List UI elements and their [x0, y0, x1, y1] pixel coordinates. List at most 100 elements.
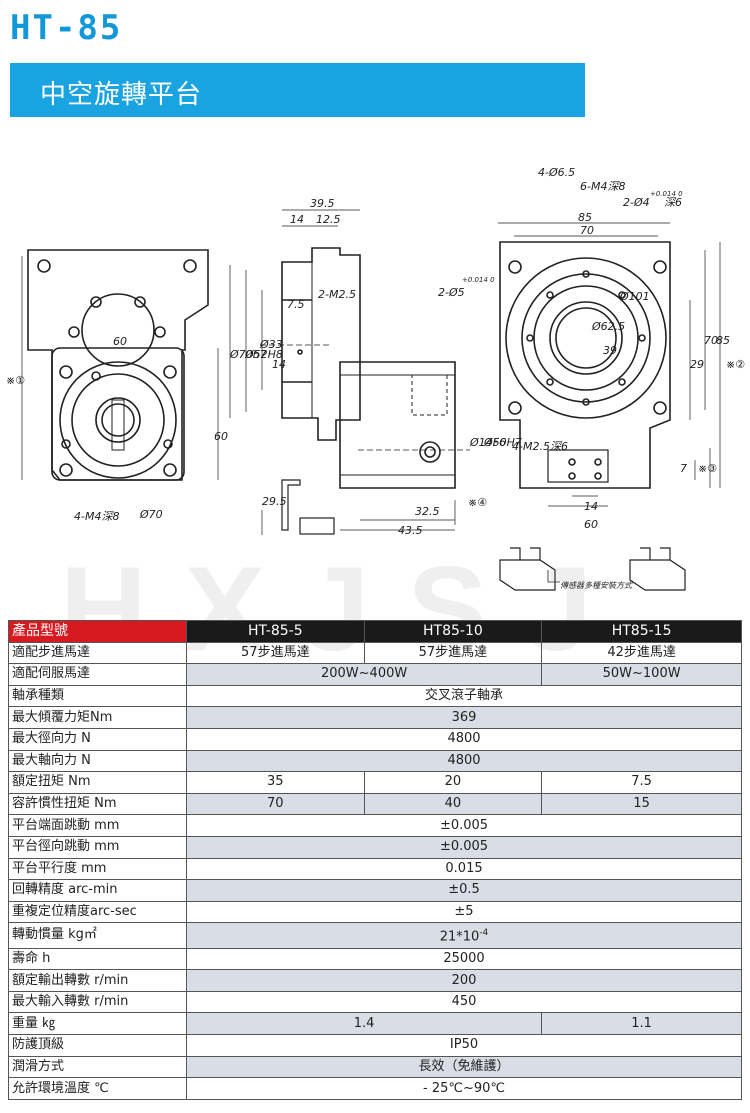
- corner-label: 產品型號: [8, 620, 187, 643]
- row-value: 57步進馬達: [186, 641, 365, 665]
- title-banner: 中空旋轉平台: [10, 63, 585, 117]
- technical-drawing: 39.5 14 12.5 2-M2.5 7.5 60 60 Ø70 4-M4深8…: [6, 166, 745, 591]
- table-row: 平台徑向跳動 mm ±0.005: [8, 835, 742, 859]
- row-value: 42步進馬達: [541, 641, 742, 665]
- table-row: 容許慣性扭矩 Nm 70 40 15: [8, 792, 742, 816]
- table-row: 適配伺服馬達 200W~400W 50W~100W: [8, 663, 742, 686]
- dim-6-m4: 6-M4深8: [580, 180, 625, 193]
- row-label: 平台徑向跳動 mm: [8, 835, 187, 859]
- row-label: 適配伺服馬達: [8, 663, 187, 686]
- row-value: 369: [186, 706, 742, 729]
- row-value: - 25℃~90℃: [186, 1077, 742, 1100]
- dim-7: 7: [680, 462, 687, 475]
- dim-4-phi-6-5: 4-Ø6.5: [538, 166, 575, 179]
- table-row: 重量 ㎏ 1.4 1.1: [8, 1012, 742, 1036]
- dim-29: 29: [690, 358, 704, 371]
- row-label: 允許環境溫度 ℃: [8, 1077, 187, 1100]
- row-value: 200: [186, 969, 742, 992]
- row-value: 21*10-4: [186, 922, 742, 949]
- inertia-base: 21*10: [439, 929, 480, 945]
- dim-32-5: 32.5: [415, 505, 440, 518]
- row-value: 1.1: [541, 1012, 742, 1036]
- row-label: 最大軸向力 N: [8, 749, 187, 773]
- row-label: 平台平行度 mm: [8, 857, 187, 881]
- row-label: 回轉精度 arc-min: [8, 879, 187, 902]
- dim-2-phi-5: 2-Ø5: [438, 286, 465, 299]
- sensor-note: 傳感器多種安裝方式: [560, 581, 633, 590]
- dim-60-bottom: 60: [584, 518, 598, 531]
- row-value: ±0.005: [186, 814, 742, 837]
- dim-85: 85: [578, 211, 592, 224]
- row-value: 1.4: [185, 1012, 543, 1036]
- table-row: 適配步進馬達 57步進馬達 57步進馬達 42步進馬達: [8, 641, 742, 665]
- table-row: 防護頂級 IP50: [8, 1034, 742, 1057]
- dim-phi-50h7: Ø50H7: [483, 436, 522, 449]
- row-label: 壽命 h: [8, 947, 187, 971]
- table-header-row: 產品型號 HT-85-5 HT85-10 HT85-15: [8, 620, 742, 643]
- row-label: 適配步進馬達: [8, 641, 187, 665]
- dim-14-bottom: 14: [584, 500, 598, 513]
- side-view-center: [260, 247, 470, 535]
- row-value: 200W~400W: [185, 663, 543, 686]
- row-value: IP50: [186, 1034, 742, 1057]
- row-value: 20: [363, 771, 543, 794]
- table-row: 最大傾覆力矩Nm 369: [8, 706, 742, 729]
- row-label: 軸承種類: [8, 684, 187, 708]
- table-row: 回轉精度 arc-min ±0.5: [8, 879, 742, 902]
- row-value: 40: [363, 792, 543, 816]
- row-value: 15: [541, 792, 742, 816]
- row-label: 額定輸出轉數 r/min: [8, 969, 187, 992]
- table-row: 壽命 h 25000: [8, 947, 742, 971]
- table-row: 允許環境溫度 ℃ - 25℃~90℃: [8, 1077, 742, 1100]
- table-row: 潤滑方式 長效（免維護）: [8, 1055, 742, 1079]
- dim-phi-70: Ø70: [139, 508, 163, 521]
- model-col-1: HT-85-5: [186, 620, 365, 643]
- inertia-exponent: -4: [479, 928, 489, 939]
- row-value: 70: [186, 792, 365, 816]
- row-value: 0.015: [186, 857, 742, 881]
- row-value: 4800: [186, 749, 742, 773]
- dim-60: 60: [113, 335, 127, 348]
- row-value: 交叉滾子軸承: [186, 684, 742, 708]
- row-value: 450: [186, 990, 742, 1014]
- dim-4-m2-5: 4-M2.5深6: [512, 440, 568, 453]
- dim-2-phi-5-tolerance: +0.014 0: [462, 276, 495, 284]
- row-label: 容許慣性扭矩 Nm: [8, 792, 187, 816]
- row-label: 平台端面跳動 mm: [8, 814, 187, 837]
- row-value: 長效（免維護）: [186, 1055, 742, 1079]
- dim-phi-62-5: Ø62.5: [591, 320, 625, 333]
- table-row: 最大徑向力 N 4800: [8, 727, 742, 751]
- row-value: 25000: [186, 947, 742, 971]
- dim-12-5: 12.5: [316, 213, 341, 226]
- dim-phi-70h7: Ø70h7: [229, 348, 267, 361]
- row-label: 額定扭矩 Nm: [8, 771, 187, 794]
- dim-14: 14: [290, 213, 304, 226]
- table-row: 平台端面跳動 mm ±0.005: [8, 814, 742, 837]
- dim-x3: ※③: [698, 462, 717, 475]
- row-label: 防護頂級: [8, 1034, 187, 1057]
- dim-2-phi-4-tolerance: +0.014 0: [650, 190, 683, 198]
- dim-x2: ※②: [726, 358, 745, 371]
- table-row: 最大軸向力 N 4800: [8, 749, 742, 773]
- dim-2-m2-5: 2-M2.5: [318, 288, 356, 301]
- dim-x4: ※④: [468, 496, 487, 509]
- dim-39-5: 39.5: [310, 197, 335, 210]
- dim-phi-14f6: Ø14F6: [469, 436, 506, 449]
- row-label: 最大輸入轉數 r/min: [8, 990, 187, 1014]
- front-view-left: [27, 249, 209, 481]
- row-value: 7.5: [541, 771, 742, 794]
- model-col-3: HT85-15: [541, 620, 742, 643]
- sensor-brackets: [499, 547, 686, 591]
- row-label: 最大徑向力 N: [8, 727, 187, 751]
- table-row: 額定輸出轉數 r/min 200: [8, 969, 742, 992]
- banner-title: 中空旋轉平台: [40, 80, 203, 110]
- row-value: 57步進馬達: [363, 641, 543, 665]
- dim-70: 70: [580, 224, 594, 237]
- dim-70-vertical: 70: [704, 334, 718, 347]
- row-value: ±0.5: [186, 879, 742, 902]
- row-value: ±5: [186, 900, 742, 924]
- front-view-right: [499, 241, 671, 489]
- model-title: HT-85: [10, 8, 123, 48]
- table-row: 轉動慣量 kg㎡ 21*10-4: [8, 922, 742, 949]
- dim-14-vertical: 14: [272, 358, 286, 371]
